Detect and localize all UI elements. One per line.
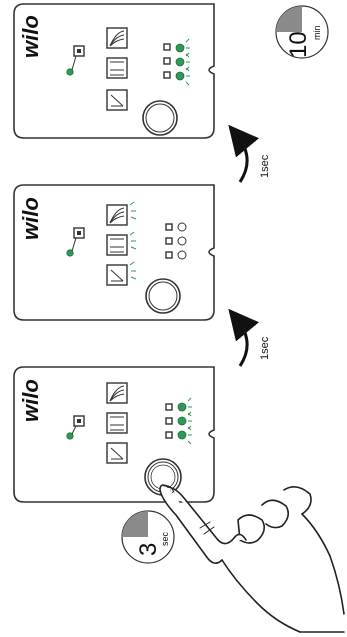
speed-stage-leds <box>163 38 190 86</box>
step-arrow-top: 1sec <box>228 124 271 183</box>
timer-run-number: 10 <box>285 31 312 58</box>
brand-logo: wilo <box>18 197 43 240</box>
delay-label: 1sec <box>259 336 271 360</box>
speed-stage-leds <box>165 397 192 445</box>
hand-pressing-icon <box>159 484 345 633</box>
brand-logo: wilo <box>18 15 43 58</box>
timer-hold-unit: sec <box>160 531 170 546</box>
mode-icon-constant-speed <box>106 442 128 464</box>
step-arrow-bottom: 1sec <box>228 308 271 367</box>
mode-icon-constant-pressure <box>106 412 128 434</box>
brand-logo: wilo <box>18 379 43 422</box>
speed-stage-leds <box>165 222 187 260</box>
control-button[interactable] <box>145 278 181 314</box>
timer-3-sec: 3 sec <box>121 510 175 564</box>
mode-icon-variable-pressure <box>106 27 128 49</box>
pump-panel-middle: wilo <box>13 184 215 321</box>
air-vent-indicator <box>66 45 85 76</box>
mode-icon-constant-pressure <box>106 231 137 256</box>
mode-icon-constant-speed <box>106 89 128 111</box>
mode-icon-variable-pressure <box>106 382 128 404</box>
air-vent-indicator <box>66 227 85 257</box>
timer-run-unit: min <box>312 25 322 40</box>
pump-panel-top: wilo <box>13 3 215 139</box>
timer-hold-number: 3 <box>135 543 162 556</box>
pump-panel-bottom: wilo <box>13 366 215 503</box>
air-vent-indicator <box>66 415 85 440</box>
timer-10-min: 10 min <box>275 5 329 59</box>
control-button[interactable] <box>142 100 178 136</box>
mode-icon-constant-speed <box>106 261 137 286</box>
mode-icon-constant-pressure <box>106 57 128 79</box>
delay-label: 1sec <box>259 154 271 178</box>
mode-icon-variable-pressure <box>106 201 137 226</box>
